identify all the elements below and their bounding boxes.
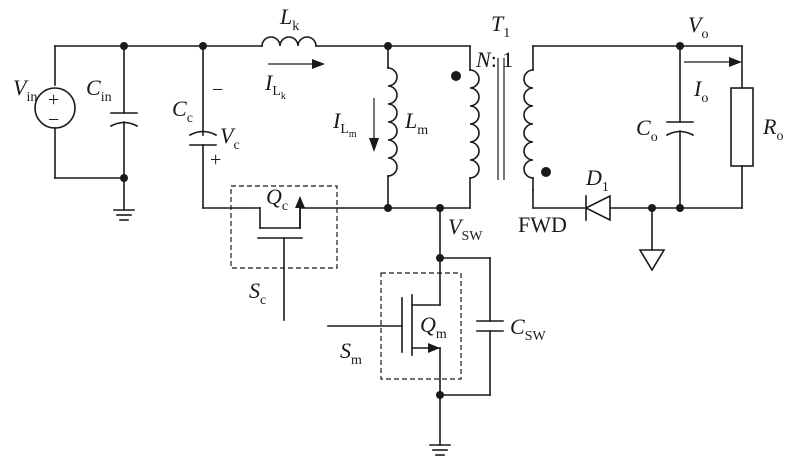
ground-symbol-input: [113, 209, 135, 221]
leakage-inductor: [261, 36, 471, 47]
lm-label: Lm: [404, 108, 428, 138]
clamp-capacitor: [188, 45, 241, 209]
ground-symbol-switch: [429, 394, 451, 456]
vc-label: Vc: [220, 123, 240, 153]
input-capacitor: [109, 45, 139, 211]
qc-label: Qc: [266, 184, 288, 214]
cin-label: Cin: [86, 75, 112, 105]
ilk-label: ILk: [264, 70, 286, 102]
source-minus-sign: −: [48, 109, 59, 131]
switch-node-capacitor: [439, 257, 504, 396]
input-voltage-source: + −: [34, 45, 76, 179]
ro-label: Ro: [762, 114, 783, 144]
vin-label: Vin: [13, 75, 37, 105]
turns-ratio-label: N: 1: [475, 47, 513, 72]
output-capacitor: [665, 45, 695, 209]
vc-plus-sign: +: [210, 149, 221, 171]
io-current-arrow: [684, 57, 742, 67]
clamp-switch-mosfet: [239, 196, 389, 321]
fwd-label: FWD: [518, 212, 567, 237]
qm-label: Qm: [420, 312, 447, 342]
qm-dashed-box: [380, 272, 462, 380]
io-label: Io: [693, 76, 708, 106]
ground-symbol-output: [638, 207, 666, 272]
source-plus-sign: +: [48, 89, 59, 111]
co-label: Co: [636, 115, 658, 145]
vo-label: Vo: [688, 12, 708, 42]
secondary-polarity-dot: [541, 167, 551, 177]
load-resistor: [730, 45, 754, 209]
transformer-secondary-winding: [523, 45, 534, 191]
ilm-current-arrow: [369, 98, 379, 152]
transformer-core: [497, 58, 505, 180]
vc-minus-sign: −: [212, 79, 223, 101]
sm-label: Sm: [340, 338, 362, 368]
freewheeling-diode: [584, 194, 743, 222]
sc-label: Sc: [249, 278, 266, 308]
vsw-label: VSW: [448, 214, 483, 244]
junction-dots: [120, 42, 684, 399]
ilm-label: ILm: [332, 108, 357, 140]
main-switch-mosfet: [327, 257, 441, 396]
transformer-primary-winding: [469, 45, 480, 209]
d1-label: D1: [585, 165, 609, 195]
cc-label: Cc: [172, 96, 193, 126]
t1-label: T1: [491, 11, 510, 41]
ilk-current-arrow: [268, 59, 325, 69]
csw-label: CSW: [510, 314, 546, 344]
primary-polarity-dot: [451, 71, 461, 81]
lk-label: Lk: [279, 4, 299, 34]
magnetizing-inductor: [387, 45, 398, 209]
